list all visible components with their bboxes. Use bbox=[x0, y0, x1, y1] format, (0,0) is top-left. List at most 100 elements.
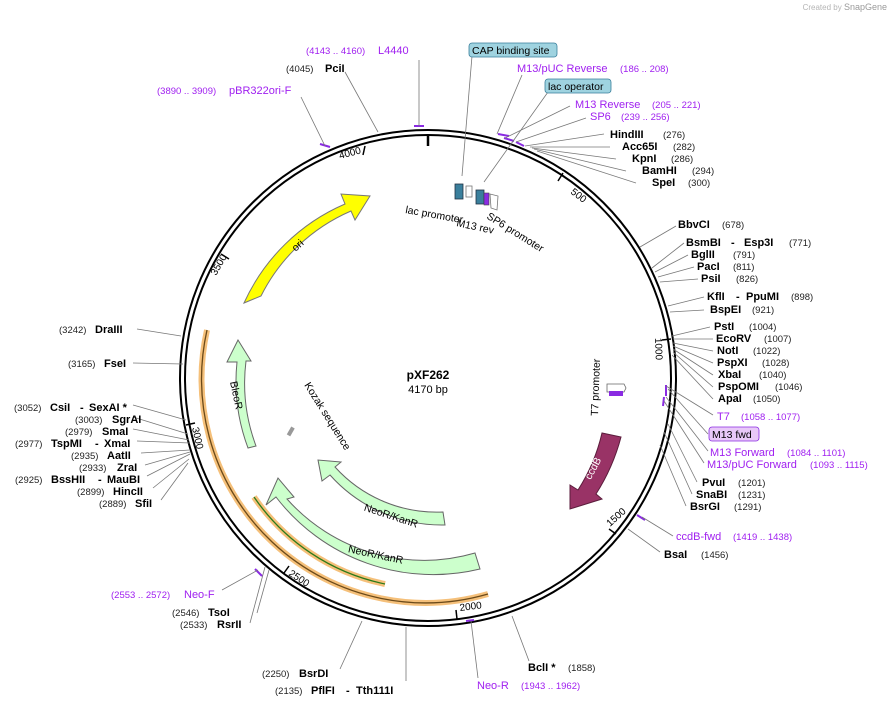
neo-r-label[interactable]: Neo-R bbox=[477, 680, 509, 692]
leader-lines bbox=[132, 55, 714, 681]
m13-fwd-box[interactable] bbox=[708, 426, 760, 442]
sexai-label[interactable]: SexAI * bbox=[89, 402, 128, 414]
ccdb-fwd-label[interactable]: ccdB-fwd bbox=[676, 531, 721, 543]
t7-label[interactable]: T7 bbox=[717, 411, 730, 423]
bleor-arrow[interactable] bbox=[226, 338, 257, 449]
sgrai-label[interactable]: SgrAI bbox=[112, 414, 141, 426]
pspxi-label[interactable]: PspXI bbox=[717, 357, 748, 369]
enzyme-labels-right: (4045) PciI HindIII (276) Acc65I (282) K… bbox=[286, 63, 813, 674]
bsshii-label[interactable]: BssHII bbox=[51, 474, 85, 486]
paci-label[interactable]: PacI bbox=[697, 261, 720, 273]
kfli-label[interactable]: KflI bbox=[707, 291, 725, 303]
snapgene-credit: Created by SnapGene bbox=[803, 2, 887, 12]
acc65i-label[interactable]: Acc65I bbox=[622, 141, 657, 153]
t7-range: (1058 .. 1077) bbox=[741, 412, 800, 423]
plasmid-name: pXF262 bbox=[407, 368, 450, 382]
aatii-label[interactable]: AatII bbox=[107, 450, 131, 462]
hindiii-pos: (276) bbox=[663, 130, 685, 141]
t7-promoter-mark bbox=[606, 383, 627, 393]
neor-kanr-outer-arrow[interactable] bbox=[265, 477, 481, 576]
pvui-pos: (1201) bbox=[738, 478, 765, 489]
bamhi-label[interactable]: BamHI bbox=[642, 165, 677, 177]
sp6-promoter-mark bbox=[489, 193, 499, 211]
pspxi-pos: (1028) bbox=[762, 358, 789, 369]
pvui-label[interactable]: PvuI bbox=[702, 477, 725, 489]
lac-promoter-label: lac promoter bbox=[404, 204, 464, 226]
bsrdi-label[interactable]: BsrDI bbox=[299, 668, 328, 680]
bsrgi-pos: (1291) bbox=[734, 502, 761, 513]
backbone-outer bbox=[179, 129, 677, 627]
sfii-pos: (2889) bbox=[99, 499, 126, 510]
bcli-label[interactable]: BclI * bbox=[528, 662, 556, 674]
bamhi-pos: (294) bbox=[692, 166, 714, 177]
psii-label[interactable]: PsiI bbox=[701, 273, 721, 285]
sfii-label[interactable]: SfiI bbox=[135, 498, 152, 510]
bbvci-label[interactable]: BbvCI bbox=[678, 219, 710, 231]
l4440-label[interactable]: L4440 bbox=[378, 45, 409, 57]
tick-mark bbox=[185, 422, 196, 426]
primer-labels: (4143 .. 4160) L4440 (3890 .. 3909) pBR3… bbox=[111, 45, 868, 692]
pspomi-label[interactable]: PspOMI bbox=[718, 381, 759, 393]
bsmbi-label[interactable]: BsmBI bbox=[686, 237, 721, 249]
tsoi-label[interactable]: TsoI bbox=[208, 607, 230, 619]
lac-operator-label: lac operator bbox=[548, 81, 604, 93]
neo-f-label[interactable]: Neo-F bbox=[184, 589, 215, 601]
esp3i-label[interactable]: Esp3I bbox=[744, 237, 773, 249]
hindiii-label[interactable]: HindIII bbox=[610, 129, 644, 141]
draiii-label[interactable]: DraIII bbox=[95, 324, 123, 336]
draiii-pos: (3242) bbox=[59, 325, 86, 336]
m13-forward-label[interactable]: M13 Forward bbox=[710, 447, 775, 459]
bsai-label[interactable]: BsaI bbox=[664, 549, 687, 561]
hincii-label[interactable]: HincII bbox=[113, 486, 143, 498]
sp6-label[interactable]: SP6 bbox=[590, 111, 611, 123]
m13-puc-fwd-label[interactable]: M13/pUC Forward bbox=[707, 459, 797, 471]
neor-kanr-inner-arrow[interactable] bbox=[317, 459, 446, 526]
psti-pos: (1004) bbox=[749, 322, 776, 333]
m13-fwd-label: M13 fwd bbox=[712, 429, 752, 441]
pflfi-label[interactable]: PflFI bbox=[311, 685, 335, 697]
rsrii-label[interactable]: RsrII bbox=[217, 619, 241, 631]
kpni-label[interactable]: KpnI bbox=[632, 153, 656, 165]
psii-pos: (826) bbox=[736, 274, 758, 285]
sp6-promoter-label: SP6 promoter bbox=[484, 210, 546, 255]
smai-label[interactable]: SmaI bbox=[102, 426, 128, 438]
pcii-label[interactable]: PciI bbox=[325, 63, 345, 75]
acc65i-pos: (282) bbox=[673, 142, 695, 153]
ecorv-label[interactable]: EcoRV bbox=[716, 333, 752, 345]
xbai-label[interactable]: XbaI bbox=[718, 369, 741, 381]
snabi-label[interactable]: SnaBI bbox=[696, 489, 727, 501]
bspei-label[interactable]: BspEI bbox=[710, 304, 741, 316]
ecorv-pos: (1007) bbox=[764, 334, 791, 345]
bsshii-dash: - bbox=[98, 474, 102, 486]
m13-puc-rev-label[interactable]: M13/pUC Reverse bbox=[517, 63, 607, 75]
ori-arrow[interactable] bbox=[243, 193, 371, 304]
zrai-label[interactable]: ZraI bbox=[117, 462, 137, 474]
neo-f-range: (2553 .. 2572) bbox=[111, 590, 170, 601]
csii-pos: (3052) bbox=[14, 403, 41, 414]
ppumi-label[interactable]: PpuMI bbox=[746, 291, 779, 303]
spei-label[interactable]: SpeI bbox=[652, 177, 675, 189]
csii-label[interactable]: CsiI bbox=[50, 402, 70, 414]
bglii-label[interactable]: BglII bbox=[691, 249, 715, 261]
apai-label[interactable]: ApaI bbox=[718, 393, 742, 405]
bglii-pos: (791) bbox=[733, 250, 755, 261]
neo-f-mark bbox=[254, 568, 263, 577]
bsrgi-label[interactable]: BsrGI bbox=[690, 501, 720, 513]
psti-label[interactable]: PstI bbox=[714, 321, 734, 333]
noti-label[interactable]: NotI bbox=[717, 345, 738, 357]
lac-operator-box[interactable] bbox=[544, 78, 612, 94]
fsei-label[interactable]: FseI bbox=[104, 358, 126, 370]
xmai-label[interactable]: XmaI bbox=[104, 438, 130, 450]
m13-rev-range: (205 .. 221) bbox=[652, 100, 701, 111]
m13-rev-label[interactable]: M13 Reverse bbox=[575, 99, 640, 111]
maubi-label[interactable]: MauBI bbox=[107, 474, 140, 486]
pspomi-pos: (1046) bbox=[775, 382, 802, 393]
cap-binding-box[interactable] bbox=[468, 42, 558, 58]
tth111i-label[interactable]: Tth111I bbox=[356, 685, 393, 697]
credit-prefix: Created by bbox=[802, 3, 842, 12]
ccdb-arrow[interactable] bbox=[569, 432, 622, 510]
tick-4000: 4000 bbox=[338, 145, 363, 161]
csii-dash: - bbox=[80, 402, 84, 414]
pbr322ori-label[interactable]: pBR322ori-F bbox=[229, 85, 292, 97]
tspmi-label[interactable]: TspMI bbox=[51, 438, 82, 450]
